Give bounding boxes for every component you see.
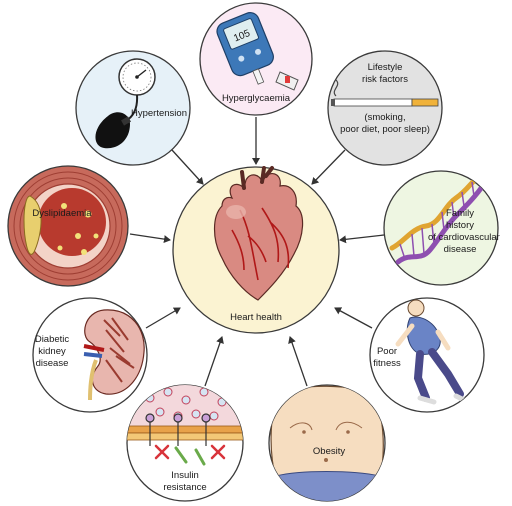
factor-hyperglycaemia: 105 bbox=[199, 2, 313, 116]
glucose-meter-icon: 105 bbox=[216, 12, 299, 91]
blood-pressure-gauge-icon bbox=[95, 58, 156, 149]
insulin-resistance-label: Insulin resistance bbox=[155, 470, 215, 494]
diabetic-kidney-line-1: Diabetic bbox=[34, 334, 70, 345]
poor-fitness-line-1: Poor bbox=[376, 346, 398, 357]
artery-plaque-icon bbox=[13, 171, 123, 281]
factor-dyslipidaemia bbox=[7, 165, 129, 287]
lifestyle-detail-line-1: (smoking, bbox=[364, 112, 406, 123]
family-history-line-1: Family bbox=[446, 208, 474, 219]
diabetic-kidney-label: Diabetic kidney disease bbox=[30, 334, 74, 370]
poor-fitness-label: Poor fitness bbox=[367, 346, 407, 370]
arrow-dyslipidaemia bbox=[129, 233, 171, 244]
kidney-icon bbox=[83, 309, 145, 401]
factor-obesity bbox=[268, 384, 386, 502]
connector-arrows bbox=[129, 117, 385, 387]
poor-fitness-line-2: fitness bbox=[373, 358, 401, 369]
family-history-line-3: of cardiovascular bbox=[428, 232, 500, 243]
arrow-family-history bbox=[339, 234, 385, 244]
arrow-poor-fitness bbox=[334, 307, 373, 329]
arrow-diabetic-kidney bbox=[145, 307, 181, 329]
dna-helix-icon bbox=[389, 171, 487, 265]
heart-illustration bbox=[213, 166, 304, 301]
obesity-label: Obesity bbox=[312, 446, 346, 457]
insulin-resistance-line-1: Insulin bbox=[171, 470, 199, 481]
family-history-label: Family history of cardiovascular disease bbox=[428, 208, 500, 256]
dyslipidaemia-label: Dyslipidaemia bbox=[32, 208, 92, 219]
lifestyle-detail: (smoking, poor diet, poor sleep) bbox=[330, 112, 440, 136]
arrow-obesity bbox=[288, 336, 308, 387]
center-label: Heart health bbox=[230, 312, 282, 323]
factor-family-history bbox=[383, 170, 499, 286]
running-man-icon bbox=[395, 299, 471, 405]
family-history-line-4: disease bbox=[443, 244, 477, 255]
factor-diabetic-kidney bbox=[32, 297, 148, 413]
lifestyle-title-line-1: Lifestyle bbox=[367, 62, 403, 73]
insulin-resistance-line-2: resistance bbox=[163, 482, 207, 493]
lifestyle-title-line-2: risk factors bbox=[362, 74, 408, 85]
lifestyle-label: Lifestyle risk factors bbox=[335, 62, 435, 86]
arrow-lifestyle bbox=[311, 149, 346, 185]
hypertension-label: Hypertension bbox=[131, 108, 187, 119]
center-heart-circle bbox=[172, 166, 340, 334]
lifestyle-detail-line-2: poor diet, poor sleep) bbox=[340, 124, 430, 135]
diabetic-kidney-line-3: disease bbox=[35, 358, 69, 369]
factor-poor-fitness bbox=[369, 297, 485, 413]
diabetic-kidney-line-2: kidney bbox=[38, 346, 66, 357]
factor-hypertension bbox=[75, 50, 191, 166]
arrow-insulin-resistance bbox=[204, 336, 224, 387]
family-history-line-2: history bbox=[446, 220, 474, 231]
arrow-hypertension bbox=[171, 149, 204, 185]
hyperglycaemia-label: Hyperglycaemia bbox=[221, 93, 291, 104]
